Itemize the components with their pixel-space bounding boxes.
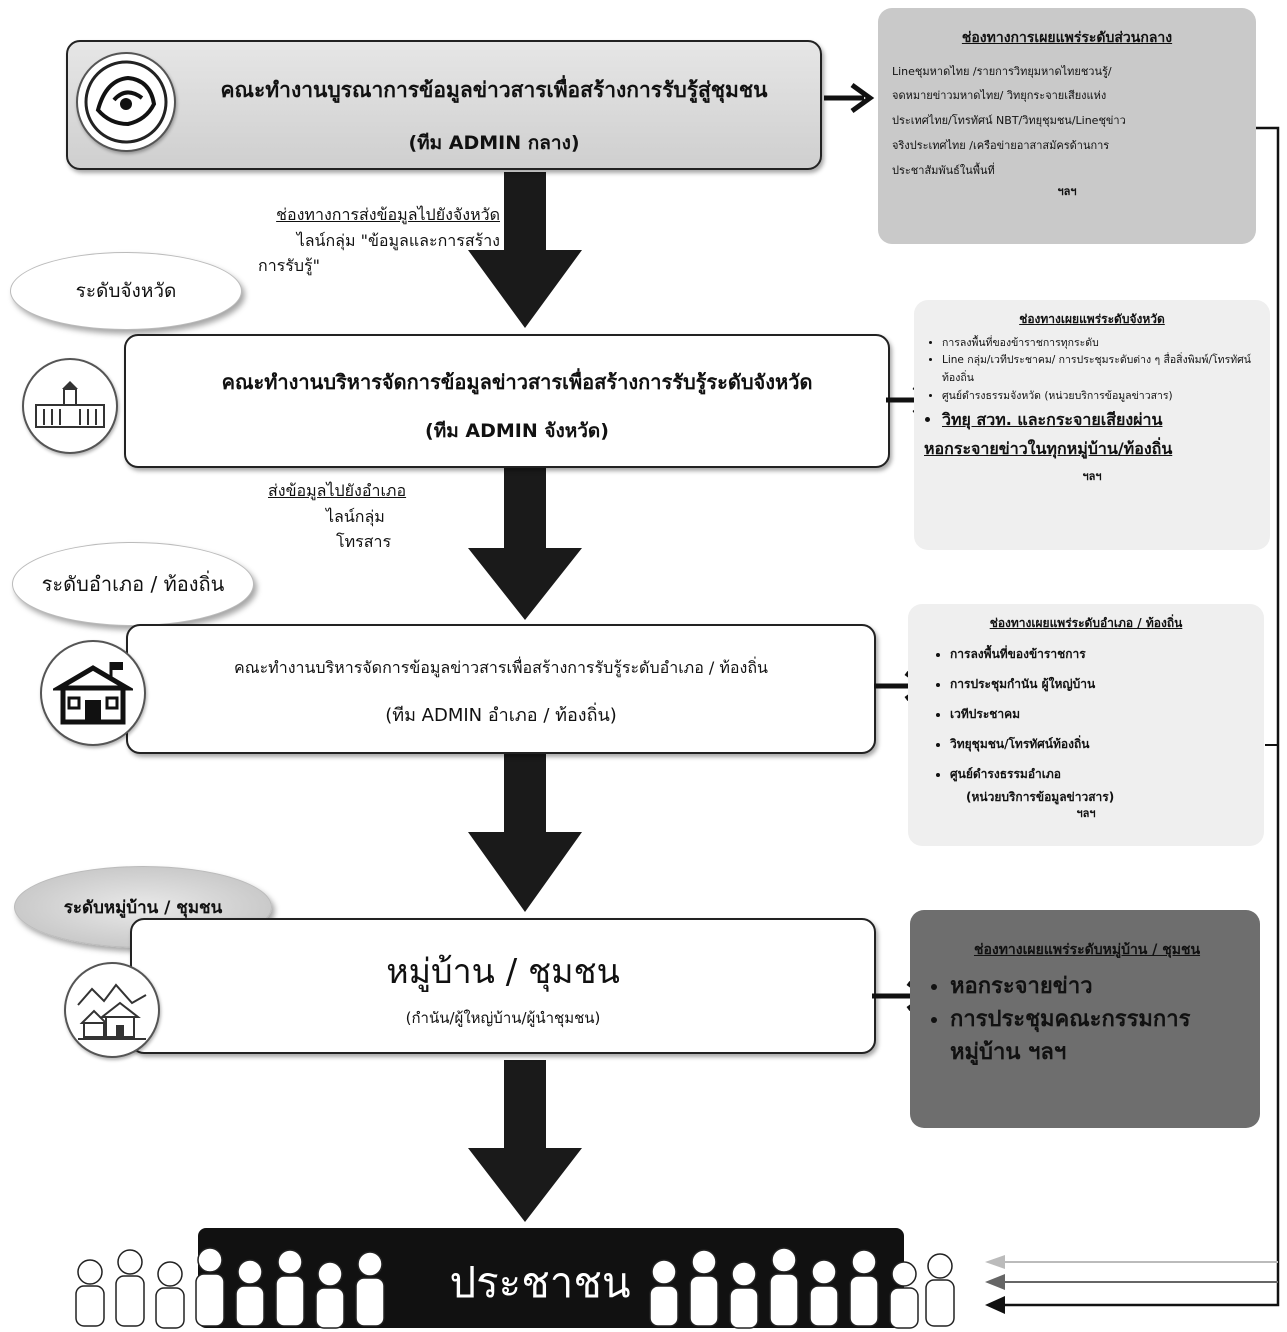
send-to-district-note: ส่งข้อมูลไปยังอำเภอ ไลน์กลุ่ม โทรสาร (268, 478, 468, 555)
district-team: (ทีม ADMIN อำเภอ / ท้องถิ่น) (385, 705, 617, 726)
district-channel-item: เวทีประชาคม (950, 699, 1256, 729)
province-channel-item: Line กลุ่ม/เวทีประชาคม/ การประชุมระดับต่… (942, 352, 1264, 388)
district-office-icon (40, 640, 146, 746)
district-team-box: คณะทำงานบริหารจัดการข้อมูลข่าวสารเพื่อสร… (126, 624, 876, 754)
right-arrow-central (824, 82, 875, 114)
village-channels-panel: ช่องทางเผยแพร่ระดับหมู่บ้าน / ชุมชน หอกร… (910, 910, 1260, 1128)
send-to-province-note: ช่องทางการส่งข้อมูลไปยังจังหวัด ไลน์กลุ่… (228, 202, 500, 279)
district-channels-heading: ช่องทางเผยแพร่ระดับอำเภอ / ท้องถิ่น (989, 616, 1183, 630)
province-channel-item: ศูนย์ดำรงธรรมจังหวัด (หน่วยบริการข้อมูลข… (942, 388, 1264, 406)
central-channels-heading: ช่องทางการเผยแพร่ระดับส่วนกลาง (961, 30, 1173, 46)
district-channels-etc: ฯลฯ (1076, 807, 1096, 821)
send-to-province-line1: ไลน์กลุ่ม "ข้อมูลและการสร้าง (296, 230, 500, 250)
village-houses-icon (64, 962, 160, 1058)
province-channel-highlight-2: หอกระจายข่าวในทุกหมู่บ้าน/ท้องถิ่น (924, 439, 1173, 459)
district-channel-item: การลงพื้นที่ของข้าราชการ (950, 639, 1256, 669)
central-channel-line: จดหมายข่าวมหาดไทย/ วิทยุกระจายเสียงแห่ง (892, 89, 1107, 103)
crowd-icon (75, 1247, 385, 1329)
crowd-icon (649, 1247, 955, 1329)
down-arrow-3 (468, 752, 582, 912)
province-title: คณะทำงานบริหารจัดการข้อมูลข่าวสารเพื่อสร… (221, 370, 813, 394)
province-channels-panel: ช่องทางเผยแพร่ระดับจังหวัด การลงพื้นที่ข… (914, 300, 1270, 550)
central-channels-panel: ช่องทางการเผยแพร่ระดับส่วนกลาง Lineชุมหา… (878, 8, 1256, 244)
district-channels-panel: ช่องทางเผยแพร่ระดับอำเภอ / ท้องถิ่น การล… (908, 604, 1264, 846)
central-channel-line: ประเทศไทย/โทรทัศน์ NBT/วิทยุชุมชน/Lineชุ… (892, 114, 1126, 128)
central-channel-line: ประชาสัมพันธ์ในพื้นที่ (892, 163, 995, 177)
central-team-box: คณะทำงานบูรณาการข้อมูลข่าวสารเพื่อสร้างก… (66, 40, 822, 170)
central-title: คณะทำงานบูรณาการข้อมูลข่าวสารเพื่อสร้างก… (220, 78, 768, 102)
thai-seal-icon (76, 52, 176, 152)
down-arrow-4 (468, 1060, 582, 1222)
central-team: (ทีม ADMIN กลาง) (408, 132, 580, 154)
district-channel-sub: (หน่วยบริการข้อมูลข่าวสาร) (966, 789, 1115, 804)
central-channel-line: จริงประเทศไทย /เครือข่ายอาสาสมัครด้านการ (892, 138, 1110, 152)
central-channel-line: Lineชุมหาดไทย /รายการวิทยุมหาดไทยชวนรู้/ (892, 64, 1112, 78)
send-to-district-line2: โทรสาร (336, 532, 392, 552)
district-channel-item: ศูนย์ดำรงธรรมอำเภอ (950, 759, 1256, 789)
village-sub: (กำนัน/ผู้ใหญ่บ้าน/ผู้นำชุมชน) (405, 1009, 601, 1027)
district-title: คณะทำงานบริหารจัดการข้อมูลข่าวสารเพื่อสร… (234, 658, 768, 677)
provincial-hall-icon (22, 358, 118, 454)
village-title: หมู่บ้าน / ชุมชน (386, 952, 620, 992)
district-level-label: ระดับอำเภอ / ท้องถิ่น (12, 542, 254, 626)
central-channels-etc: ฯลฯ (1057, 185, 1077, 199)
province-channel-item: การลงพื้นที่ของข้าราชการทุกระดับ (942, 335, 1264, 353)
send-to-province-heading: ช่องทางการส่งข้อมูลไปยังจังหวัด (276, 205, 500, 224)
village-channel-item: หอกระจายข่าว (950, 970, 1250, 1003)
people-label: ประชาชน (449, 1258, 631, 1307)
province-channels-heading: ช่องทางเผยแพร่ระดับจังหวัด (1019, 312, 1165, 326)
send-to-province-line2: การรับรู้" (258, 256, 320, 276)
province-team-box: คณะทำงานบริหารจัดการข้อมูลข่าวสารเพื่อสร… (124, 334, 890, 468)
down-arrow-2 (468, 466, 582, 620)
district-channel-item: การประชุมกำนัน ผู้ใหญ่บ้าน (950, 669, 1256, 699)
send-to-district-line1: ไลน์กลุ่ม (326, 506, 385, 526)
village-box: หมู่บ้าน / ชุมชน (กำนัน/ผู้ใหญ่บ้าน/ผู้น… (130, 918, 876, 1054)
village-channels-heading: ช่องทางเผยแพร่ระดับหมู่บ้าน / ชุมชน (973, 942, 1201, 958)
village-channel-item: การประชุมคณะกรรมการ (950, 1003, 1250, 1036)
district-channel-item: วิทยุชุมชน/โทรทัศน์ท้องถิ่น (950, 729, 1256, 759)
send-to-district-heading: ส่งข้อมูลไปยังอำเภอ (268, 481, 407, 500)
province-level-label: ระดับจังหวัด (10, 252, 242, 330)
province-channel-highlight: วิทยุ สวท. และกระจายเสียงผ่าน (942, 406, 1264, 433)
province-channels-etc: ฯลฯ (1082, 469, 1102, 483)
down-arrow-1 (468, 172, 582, 328)
village-channel-tail: หมู่บ้าน ฯลฯ (950, 1039, 1067, 1065)
province-team: (ทีม ADMIN จังหวัด) (425, 420, 609, 442)
